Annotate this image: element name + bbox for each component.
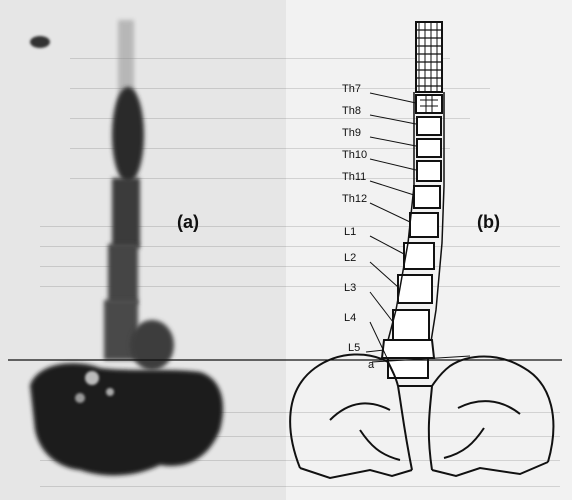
vertebra-th10 xyxy=(417,161,441,181)
label-th10: Th10 xyxy=(342,149,367,161)
label-th7: Th7 xyxy=(342,83,361,95)
vertebra-labels: Th7 Th8 Th9 Th10 Th11 Th12 L1 L2 L3 L4 L… xyxy=(342,83,375,371)
label-th12: Th12 xyxy=(342,193,367,205)
spine-diagram xyxy=(290,22,553,478)
label-th9: Th9 xyxy=(342,127,361,139)
baseline-label: a xyxy=(368,359,375,371)
label-l1: L1 xyxy=(344,226,356,238)
vertebra-th12 xyxy=(410,213,438,237)
vertebra-l1 xyxy=(404,243,434,269)
vertebra-l3 xyxy=(393,310,429,340)
panel-a-label: (a) xyxy=(177,212,199,233)
label-th11: Th11 xyxy=(342,171,366,183)
vertebra-th11 xyxy=(414,186,440,208)
label-l4: L4 xyxy=(344,312,356,324)
label-l5: L5 xyxy=(348,342,360,354)
vertebra-th7 xyxy=(416,95,442,113)
vertebra-l2 xyxy=(398,275,432,303)
xray-silhouette xyxy=(30,20,223,475)
upper-spine-hatched xyxy=(416,22,442,92)
panel-b-label: (b) xyxy=(477,212,500,233)
label-l2: L2 xyxy=(344,252,356,264)
vertebra-th8 xyxy=(417,117,441,135)
label-l3: L3 xyxy=(344,282,356,294)
label-th8: Th8 xyxy=(342,105,361,117)
vertebra-l5 xyxy=(382,340,434,358)
vertebra-th9 xyxy=(417,139,441,157)
